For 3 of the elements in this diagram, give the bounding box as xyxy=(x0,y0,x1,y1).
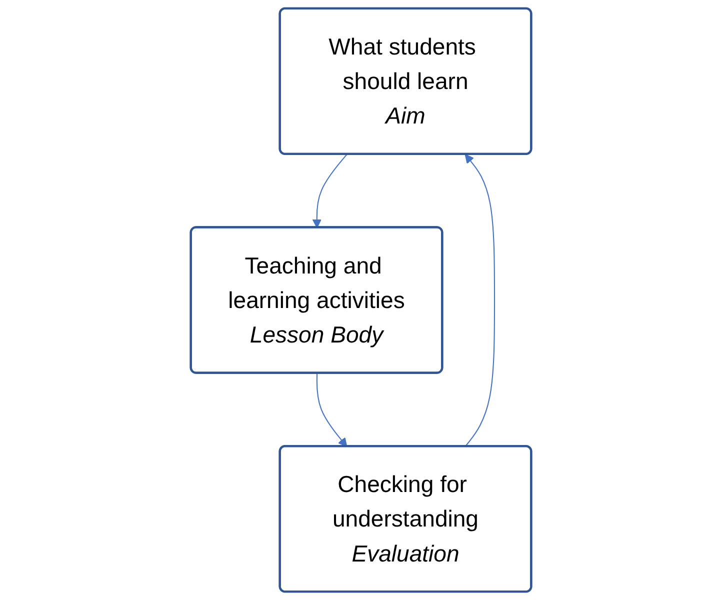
arrow xyxy=(464,154,496,447)
arrow xyxy=(312,154,348,228)
arrow xyxy=(316,373,348,448)
